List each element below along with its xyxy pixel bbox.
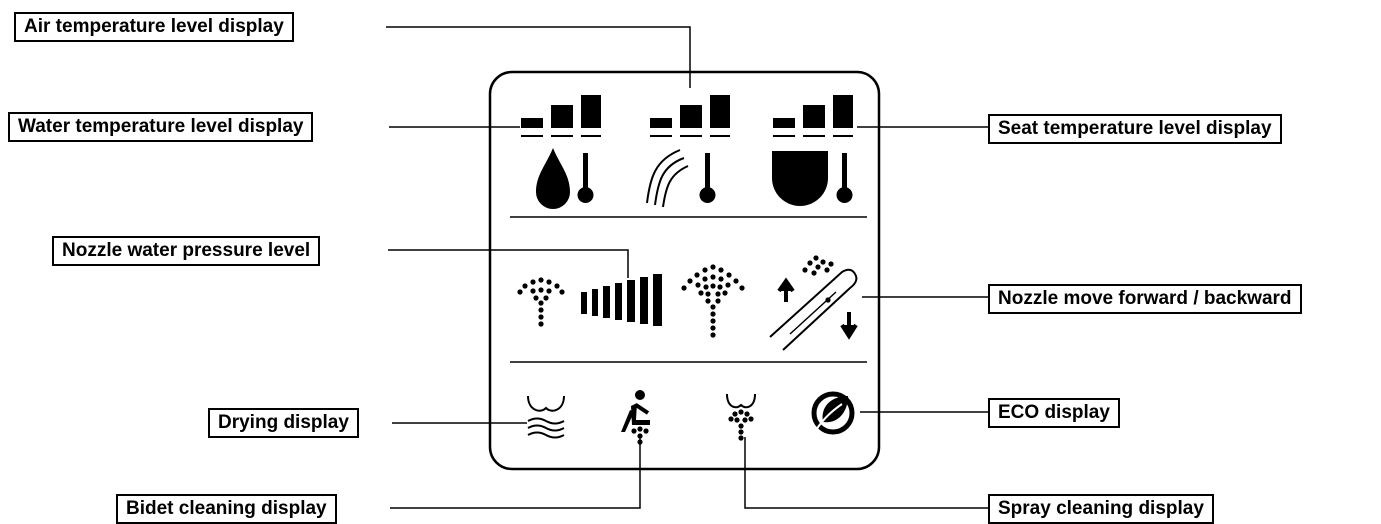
panel-frame [488,70,881,471]
spray-cleaning-icon [726,393,756,441]
seat-temp-level-bars [773,95,853,137]
leader-air-temp [386,26,691,88]
water-temp-level-bars [521,95,601,137]
eco-display-label: ECO display [988,398,1120,428]
bidet-cleaning-label: Bidet cleaning display [116,494,337,524]
thermometer-icon [577,153,594,203]
air-waves-icon [646,149,689,208]
bidet-person-icon [621,390,650,445]
thermometer-icon [836,153,853,203]
pressure-bars-icon [581,274,662,326]
drying-icon [527,395,565,439]
water-temperature-level-label: Water temperature level display [8,112,314,142]
water-drop-icon [536,148,570,209]
eco-leaf-icon [811,391,855,435]
arrow-up-icon [777,277,795,302]
drying-display-label: Drying display [208,408,359,438]
thermometer-icon [699,153,716,203]
air-temperature-level-label: Air temperature level display [14,12,294,42]
spray-wide-icon [681,264,745,338]
seat-temperature-level-label: Seat temperature level display [988,114,1282,144]
nozzle-move-label: Nozzle move forward / backward [988,284,1302,314]
spray-narrow-icon [517,277,565,327]
nozzle-position-icon [769,255,858,351]
leader-lines [386,26,988,509]
seat-icon [772,151,828,206]
leader-nozzle-pressure [388,249,629,278]
nozzle-water-pressure-label: Nozzle water pressure level [52,236,321,266]
leader-bidet [390,437,641,509]
leader-spray [744,437,988,509]
spray-cleaning-label: Spray cleaning display [988,494,1214,524]
air-temp-level-bars [650,95,730,137]
arrow-down-icon [840,312,858,340]
